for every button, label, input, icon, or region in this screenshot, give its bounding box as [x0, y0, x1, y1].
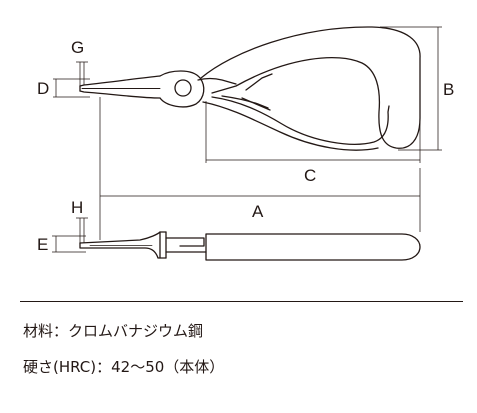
material-spec: 材料：クロムバナジウム鋼 [23, 322, 204, 340]
lower-jaw [79, 90, 161, 99]
upper-jaw [79, 75, 161, 87]
dimension-label-c: C [304, 166, 316, 185]
dimension-label-b: B [443, 80, 454, 99]
pliers-side-view [79, 231, 421, 261]
dimension-label-d: D [37, 79, 49, 98]
side-nose [79, 242, 167, 259]
pivot-screw [174, 79, 192, 97]
dimension-label-h: H [71, 198, 83, 217]
dimension-label-a: A [252, 202, 264, 221]
hardness-spec: 硬さ(HRC)：42～50（本体） [23, 358, 225, 376]
pliers-top-view [79, 26, 421, 151]
upper-handle-outline [200, 26, 421, 149]
lower-handle-outline [211, 96, 390, 145]
dimension-label-g: G [71, 38, 84, 57]
dimension-lines [52, 26, 442, 253]
section-divider [20, 301, 463, 302]
pliers-technical-drawing: G D B C A H E [37, 26, 454, 261]
dimension-label-e: E [37, 235, 48, 254]
side-grip [205, 233, 421, 261]
